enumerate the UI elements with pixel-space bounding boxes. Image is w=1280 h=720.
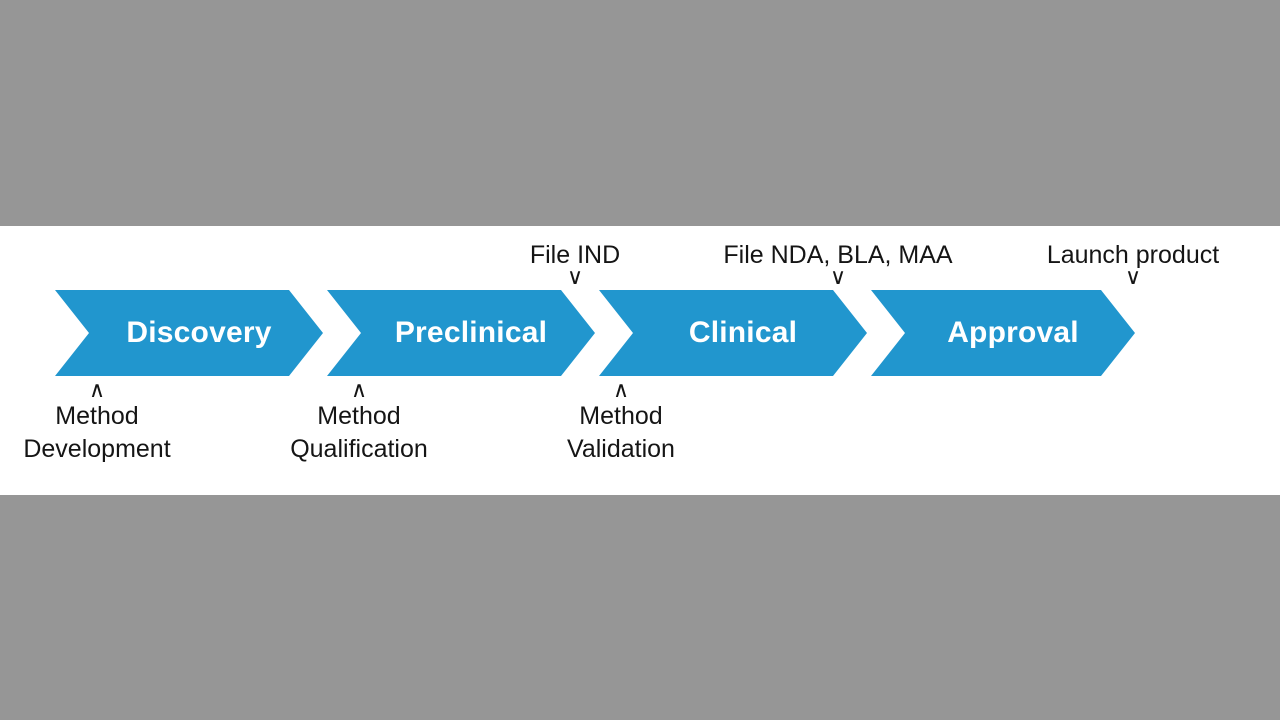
- milestone-below-line1: Method: [317, 402, 401, 430]
- process-stage-preclinical[interactable]: Preclinical: [327, 290, 595, 376]
- milestone-below-line2: Qualification: [290, 435, 428, 463]
- milestone-above-label: Launch product: [1046, 241, 1220, 269]
- process-stage-label: Preclinical: [394, 316, 548, 349]
- process-stage-label: Discovery: [126, 316, 272, 349]
- milestone-above-file-ind: File IND ∨: [455, 240, 695, 289]
- milestone-above-label: File IND: [529, 241, 621, 269]
- milestone-above-launch-product: Launch product ∨: [1013, 240, 1253, 289]
- milestone-above-label: File NDA, BLA, MAA: [723, 241, 953, 269]
- chevron-up-icon: ∧: [88, 377, 106, 402]
- process-stage-label: Approval: [947, 316, 1079, 349]
- chevron-down-icon: ∨: [1124, 264, 1142, 289]
- milestone-below-line1: Method: [579, 402, 663, 430]
- chevron-down-icon: ∨: [566, 264, 584, 289]
- process-flow: Discovery Preclinical Clinical Approval: [55, 290, 1135, 376]
- milestone-below-line1: Method: [55, 402, 139, 430]
- process-stage-label: Clinical: [688, 316, 798, 349]
- chevron-down-icon: ∨: [829, 264, 847, 289]
- process-stage-clinical[interactable]: Clinical: [599, 290, 867, 376]
- chevron-up-icon: ∧: [350, 377, 368, 402]
- milestone-below-method-development: ∧ Method Development: [0, 377, 217, 466]
- milestone-below-line2: Development: [23, 435, 171, 463]
- process-stage-approval[interactable]: Approval: [871, 290, 1135, 376]
- chevron-up-icon: ∧: [612, 377, 630, 402]
- milestone-above-file-nda: File NDA, BLA, MAA ∨: [648, 240, 1028, 289]
- milestone-below-method-qualification: ∧ Method Qualification: [239, 377, 479, 466]
- milestone-below-method-validation: ∧ Method Validation: [501, 377, 741, 466]
- milestone-below-line2: Validation: [567, 435, 675, 463]
- process-stage-discovery[interactable]: Discovery: [55, 290, 323, 376]
